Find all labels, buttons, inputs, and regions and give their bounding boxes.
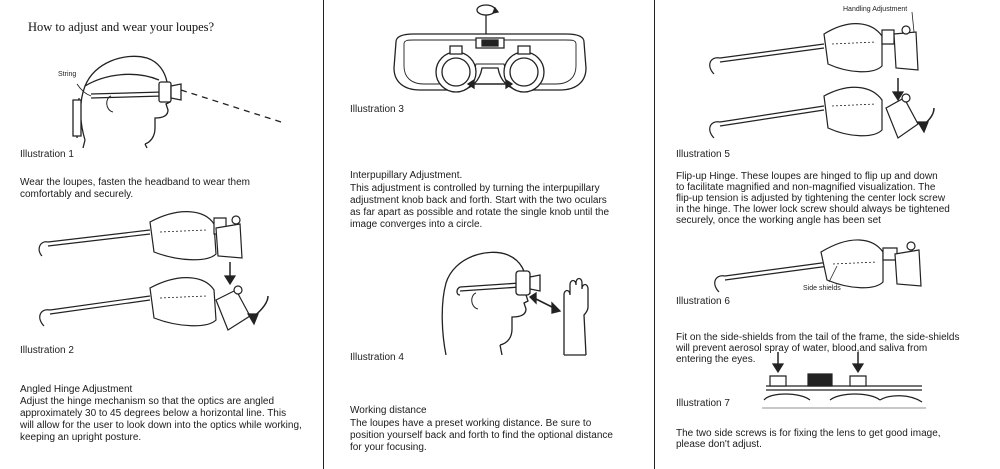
illustration-4-heading: Working distance: [350, 405, 427, 416]
illustration-3-front-view: [390, 2, 590, 97]
illustration-7-text-line-1: The two side screws is for fixing the le…: [676, 428, 941, 439]
illustration-6-text-line-3: entering the eyes.: [676, 354, 756, 365]
illustration-4-working-distance: [440, 245, 620, 360]
illustration-6-caption: Illustration 6: [676, 296, 730, 307]
illustration-2-heading: Angled Hinge Adjustment: [20, 384, 133, 395]
illustration-4-text-line-2: position yourself back and forth to find…: [350, 430, 613, 441]
illustration-6-text-line-2: will prevent aerosol spray of water, blo…: [676, 343, 928, 354]
illustration-5-text-line-3: flip-up tension is adjusted by tightenin…: [676, 193, 946, 204]
illustration-4-caption: Illustration 4: [350, 352, 404, 363]
illustration-3-text-line-1: This adjustment is controlled by turning…: [350, 183, 600, 194]
illustration-5-text-line-2: to facilitate magnified and non-magnifie…: [676, 182, 936, 193]
column-divider-left: [323, 0, 324, 469]
illustration-1-text-line-1: Wear the loupes, fasten the headband to …: [20, 177, 250, 188]
illustration-6-text-line-1: Fit on the side-shields from the tail of…: [676, 332, 960, 343]
column-divider-right: [654, 0, 655, 469]
illustration-1-text-line-2: comfortably and securely.: [20, 189, 134, 200]
illustration-5-text-line-1: Flip-up Hinge. These loupes are hinged t…: [676, 171, 938, 182]
illustration-3-text-line-4: image converges into a circle.: [350, 219, 483, 230]
illustration-3-heading: Interpupillary Adjustment.: [350, 170, 463, 181]
illustration-5-text-line-4: in the hinge. The lower lock screw shoul…: [676, 204, 950, 215]
illustration-1-caption: Illustration 1: [20, 149, 74, 160]
handling-adjustment-label: Handling Adjustment: [843, 6, 908, 13]
illustration-2-text-line-3: will allow for the user to look down int…: [20, 420, 302, 431]
illustration-2-angled-hinge: [30, 200, 270, 340]
illustration-7-side-screws: [760, 352, 930, 412]
string-label: String: [58, 71, 77, 78]
page-title: How to adjust and wear your loupes?: [28, 20, 215, 34]
illustration-7-text-line-2: please don't adjust.: [676, 439, 762, 450]
illustration-1-head-with-loupes: [55, 40, 285, 150]
illustration-3-caption: Illustration 3: [350, 104, 404, 115]
side-shields-label: Side shields: [803, 285, 841, 292]
illustration-2-text-line-4: keeping an upright posture.: [20, 432, 142, 443]
illustration-4-text-line-3: for your focusing.: [350, 442, 427, 453]
illustration-5-caption: Illustration 5: [676, 149, 730, 160]
illustration-7-caption: Illustration 7: [676, 398, 730, 409]
illustration-2-caption: Illustration 2: [20, 345, 74, 356]
illustration-6-side-shields: [705, 226, 945, 301]
illustration-3-text-line-3: as far apart as possible and rotate the …: [350, 207, 610, 218]
illustration-3-text-line-2: adjustment knob back and forth. Start wi…: [350, 195, 607, 206]
illustration-4-text-line-1: The loupes have a preset working distanc…: [350, 418, 592, 429]
illustration-2-text-line-2: approximately 30 to 45 degrees below a h…: [20, 408, 287, 419]
illustration-5-text-line-5: securely, once the working angle has bee…: [676, 215, 881, 226]
illustration-5-flip-up-hinge: [700, 4, 940, 144]
illustration-2-text-line-1: Adjust the hinge mechanism so that the o…: [20, 396, 275, 407]
